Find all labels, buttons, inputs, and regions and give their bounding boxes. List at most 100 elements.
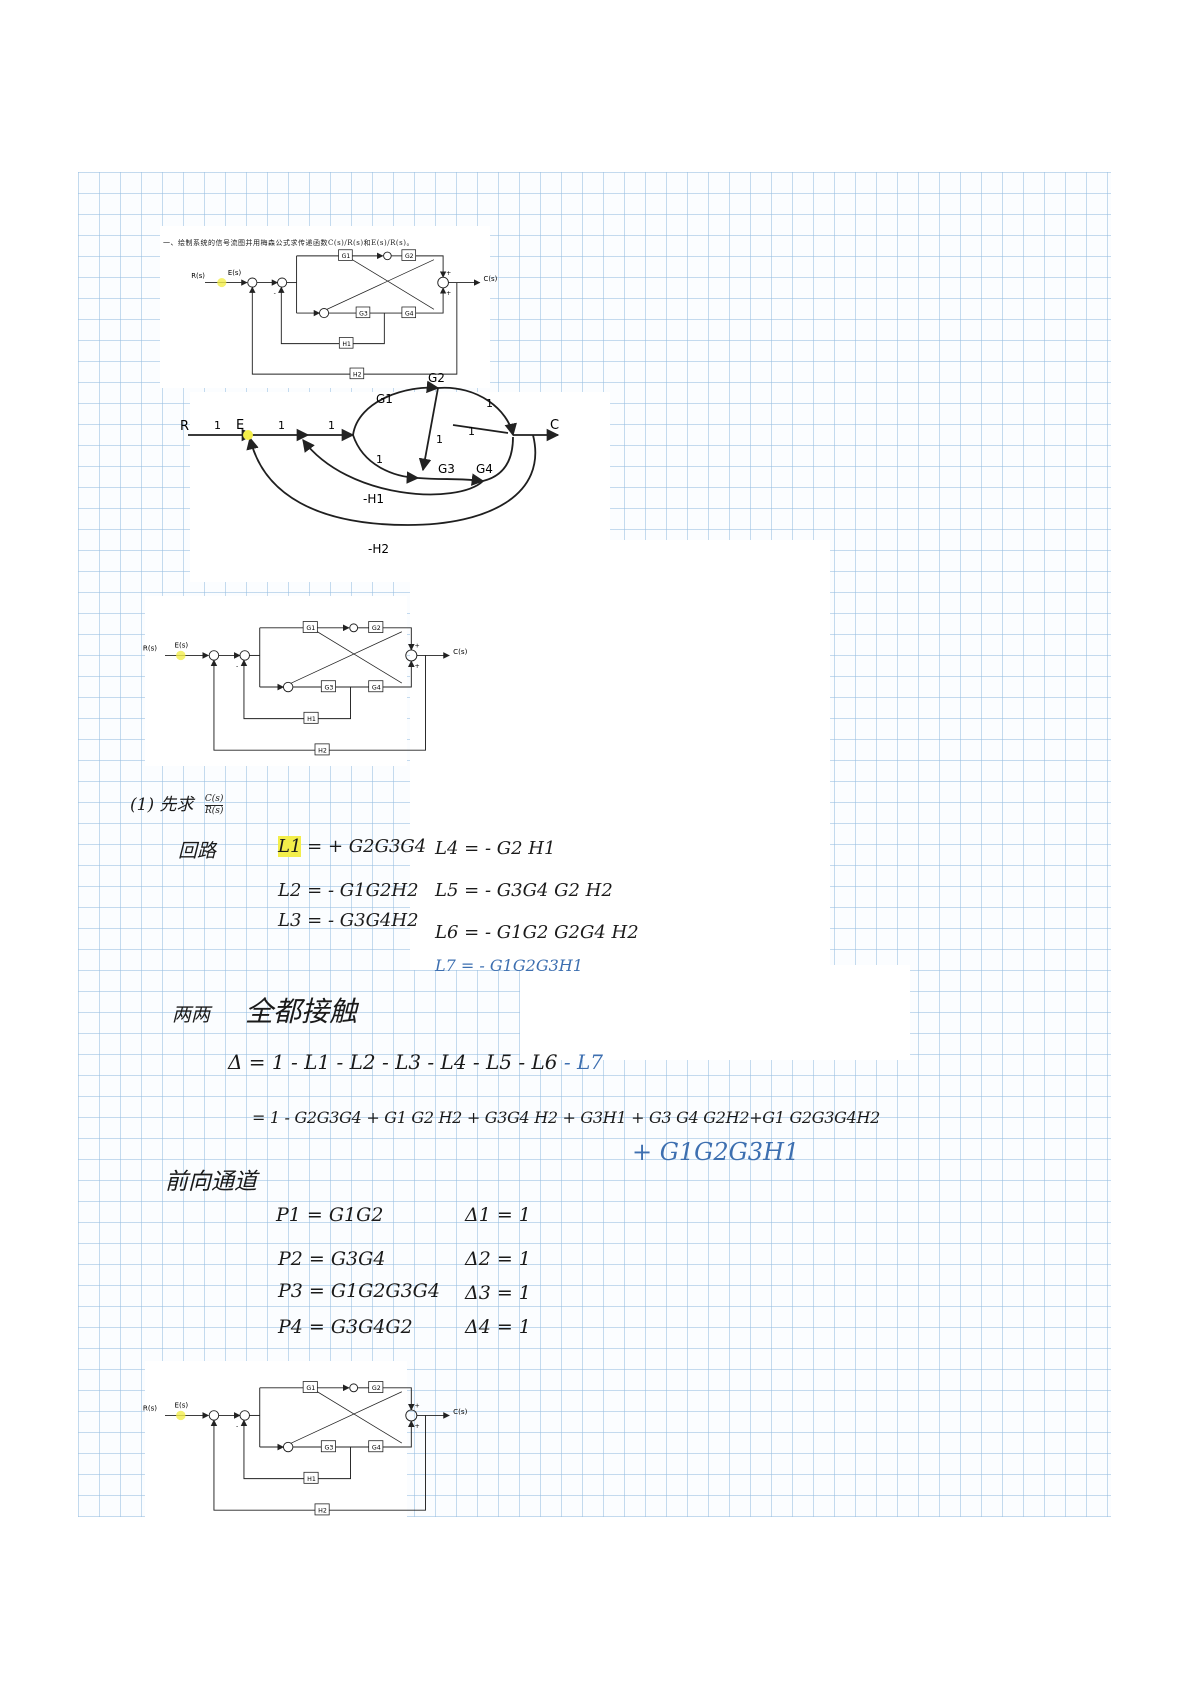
bd3-block-g4: G4: [372, 1444, 381, 1451]
sfg-gain-1a: 1: [214, 419, 221, 432]
loop-l2-name: L2: [278, 880, 302, 901]
loop-l6-expr: = - G1G2 G2G4 H2: [464, 922, 639, 943]
bd2-highlight: [176, 650, 186, 661]
forward-p2: P2 = G3G4: [278, 1248, 386, 1270]
bd2-sign-minus: -: [236, 663, 238, 670]
forward-p3: P3 = G1G2G3G4: [278, 1280, 440, 1302]
loop-l6: L6 = - G1G2 G2G4 H2: [435, 922, 639, 943]
sfg-gain-1e: 1: [486, 397, 493, 410]
part1-fraction-num: C(s): [204, 794, 224, 806]
loop-l1: L1 = + G2G3G4: [278, 836, 426, 857]
bd1-block-g4: G4: [405, 310, 414, 317]
loop-l2: L2 = - G1G2H2: [278, 880, 419, 901]
bd3-sign-plus-2: +: [414, 1423, 419, 1430]
bd1-highlight: [217, 277, 227, 288]
bd1-sign-plus-2: +: [446, 290, 451, 297]
bd1-sign-plus-1: +: [446, 270, 451, 277]
bd3-sign-minus: -: [236, 1423, 238, 1430]
block-diagram-panel-3: [145, 1361, 407, 1527]
forward-p1: P1 = G1G2: [276, 1204, 384, 1226]
bd2-sign-plus-1: +: [414, 643, 419, 650]
block-diagram-3: R(s) E(s) C(s) G1 G2 G3 G4 H1 H2 - + +: [143, 1370, 468, 1528]
block-diagram-panel-2: [145, 596, 407, 766]
sfg-node-c: C: [550, 418, 559, 433]
delta-line1-add: - L7: [563, 1050, 603, 1074]
delta-line1-main: Δ = 1 - L1 - L2 - L3 - L4 - L5 - L6: [228, 1050, 558, 1074]
bd1-block-g3: G3: [359, 310, 368, 317]
block-diagram-2: R(s) E(s) C(s) G1 G2 G3 G4 H1 H2 - + +: [143, 610, 468, 768]
blank-overlay-mid: [520, 965, 910, 1060]
bd1-block-g2: G2: [405, 253, 414, 260]
bd3-block-g2: G2: [372, 1385, 381, 1392]
part1-heading-text: (1) 先求: [130, 795, 194, 815]
part1-heading: (1) 先求 C(s) R(s): [130, 790, 224, 817]
sfg-gain-g3: G3: [438, 462, 455, 476]
bd1-sign-minus: -: [274, 290, 276, 297]
delta-line3: + G1G2G3H1: [632, 1138, 800, 1166]
forward-d1: Δ1 = 1: [465, 1204, 531, 1226]
loops-label: 回路: [178, 840, 217, 862]
bd1-input-label: R(s): [191, 272, 205, 280]
loop-l5: L5 = - G3G4 G2 H2: [435, 880, 613, 901]
bd2-block-g4: G4: [372, 684, 381, 691]
loop-l7: L7 = - G1G2G3H1: [435, 956, 583, 975]
bd3-block-h2: H2: [318, 1508, 327, 1515]
sfg-gain-1c: 1: [328, 419, 335, 432]
bd3-sign-plus-1: +: [414, 1403, 419, 1410]
bd2-output-label: C(s): [453, 647, 467, 656]
forward-p4: P4 = G3G4G2: [278, 1316, 413, 1338]
bd3-block-g1: G1: [306, 1385, 315, 1392]
problem-clipping: [160, 226, 490, 388]
sfg-gain-1d: 1: [376, 453, 383, 466]
bd3-input-label: R(s): [143, 1404, 157, 1413]
block-diagram-1: R(s) E(s) C(s) G1 G2 G3 G4 H1 H2 - + +: [191, 240, 498, 390]
loop-l3-expr: = - G3G4H2: [307, 910, 419, 931]
sfg-gain-1f: 1: [436, 433, 443, 446]
loop-l4-name: L4: [435, 838, 459, 859]
bd3-error-label: E(s): [174, 1401, 188, 1410]
forward-d3: Δ3 = 1: [465, 1282, 531, 1304]
loop-l7-name: L7: [435, 956, 456, 975]
loop-l6-name: L6: [435, 922, 459, 943]
signal-flow-graph: R E C 1 1 1 G1 G2 G3 G4 1 1 1 1 -H1 -H2: [180, 371, 560, 556]
sfg-gain-h2: -H2: [368, 542, 389, 556]
bd3-block-h1: H1: [307, 1476, 316, 1483]
sfg-gain-g2: G2: [428, 371, 445, 385]
bd1-block-h1: H1: [342, 341, 351, 348]
bd3-highlight: [176, 1410, 186, 1421]
bd1-block-g1: G1: [342, 253, 351, 260]
bd2-block-g1: G1: [306, 625, 315, 632]
loop-l5-expr: = - G3G4 G2 H2: [464, 880, 613, 901]
sfg-gain-1g: 1: [468, 425, 475, 438]
bd2-block-g2: G2: [372, 625, 381, 632]
loop-l7-expr: = - G1G2G3H1: [460, 956, 583, 975]
blank-overlay-right: [410, 540, 830, 970]
bd2-block-g3: G3: [324, 684, 333, 691]
loop-l3-name: L3: [278, 910, 302, 931]
sfg-node-r: R: [180, 419, 189, 434]
bd2-input-label: R(s): [143, 644, 157, 653]
bd2-error-label: E(s): [174, 641, 188, 650]
bd3-block-g3: G3: [324, 1444, 333, 1451]
touching-text: 全都接触: [245, 995, 358, 1028]
bd2-block-h2: H2: [318, 748, 327, 755]
touching-label: 两两: [172, 1004, 211, 1026]
bd2-block-h1: H1: [307, 716, 316, 723]
sfg-gain-h1: -H1: [363, 492, 384, 506]
bd3-output-label: C(s): [453, 1407, 467, 1416]
loop-l3: L3 = - G3G4H2: [278, 910, 419, 931]
sfg-gain-g1: G1: [376, 392, 393, 406]
loop-l4-expr: = - G2 H1: [464, 838, 556, 859]
problem-statement: 一、绘制系统的信号流图并用梅森公式求传递函数C(s)/R(s)和E(s)/R(s…: [163, 239, 414, 247]
loop-l1-name: L1: [278, 836, 302, 857]
bd1-block-h2: H2: [353, 371, 362, 378]
loop-l4: L4 = - G2 H1: [435, 838, 555, 859]
loop-l5-name: L5: [435, 880, 459, 901]
delta-line1: Δ = 1 - L1 - L2 - L3 - L4 - L5 - L6 - L7: [228, 1050, 603, 1074]
sfg-gain-1b: 1: [278, 419, 285, 432]
sfg-node-e: E: [236, 418, 244, 433]
bd1-error-label: E(s): [228, 269, 242, 277]
bd1-output-label: C(s): [484, 275, 498, 283]
delta-line2: = 1 - G2G3G4 + G1 G2 H2 + G3G4 H2 + G3H1…: [252, 1108, 881, 1127]
part1-fraction-den: R(s): [204, 806, 224, 816]
